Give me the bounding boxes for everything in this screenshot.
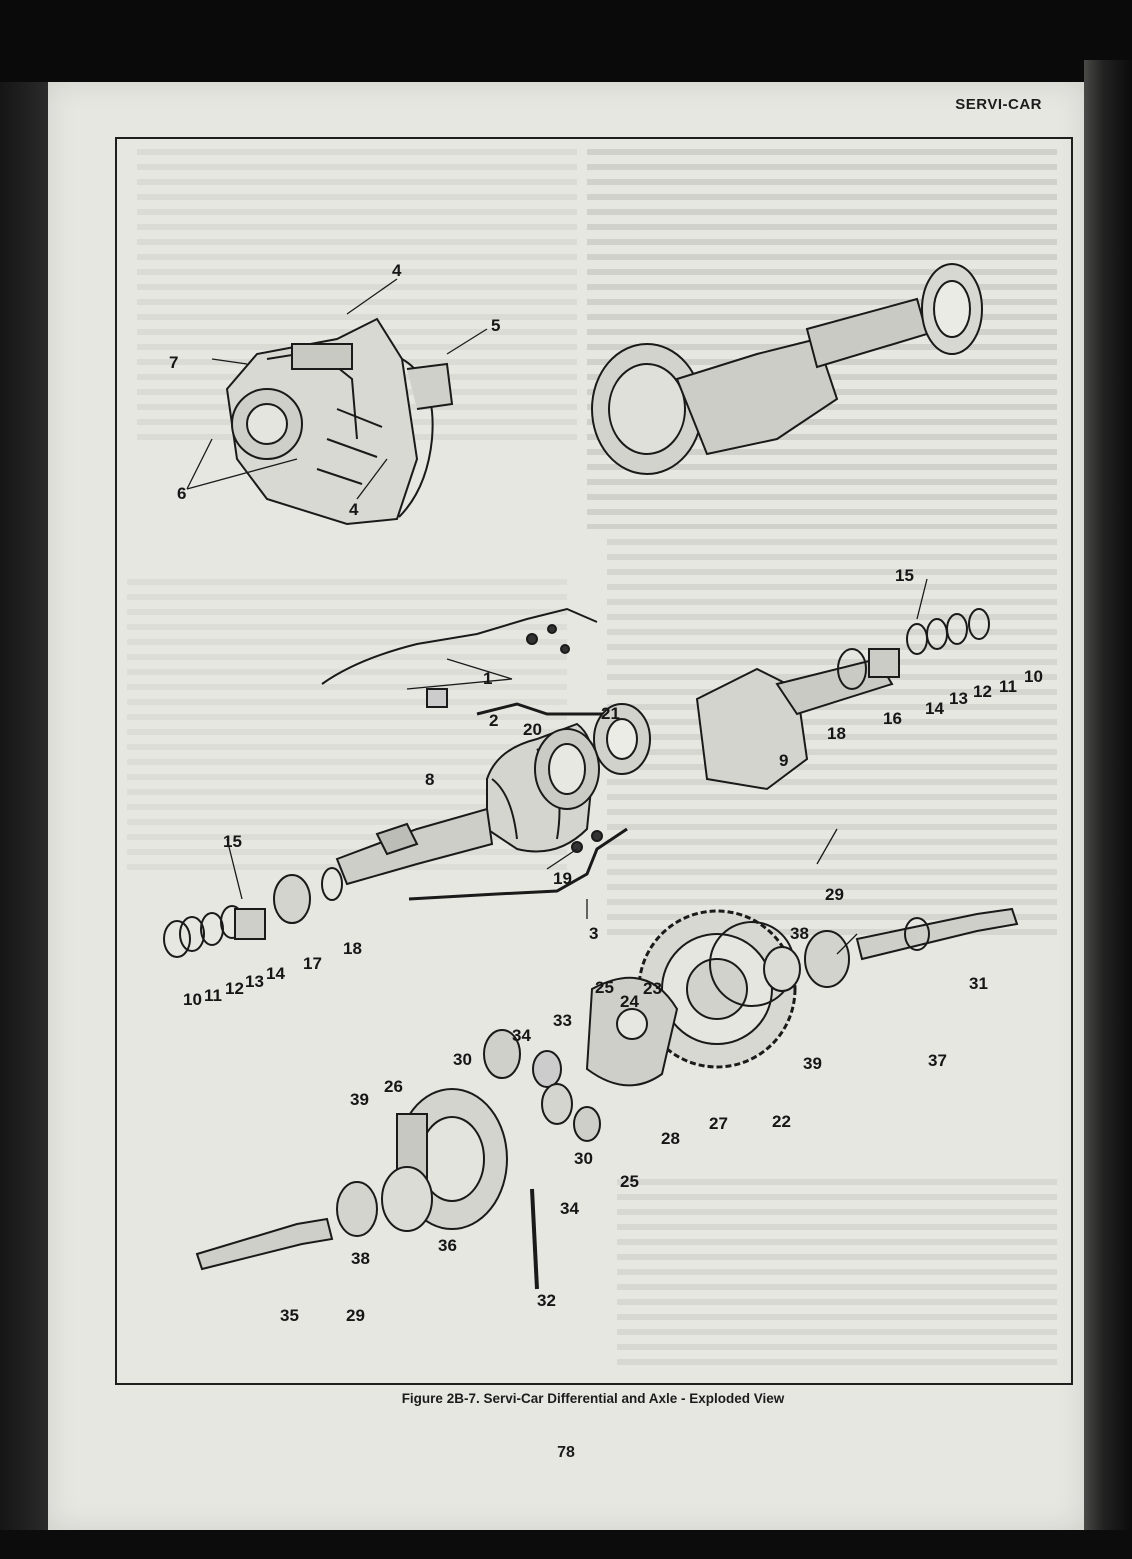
callout-label: 26 <box>384 1077 403 1096</box>
wheel-hub-drum-assembly <box>591 263 983 475</box>
callout-label: 31 <box>969 974 988 993</box>
callout-label: 14 <box>925 699 944 718</box>
callout-label: 39 <box>350 1090 369 1109</box>
callout-label: 37 <box>928 1051 947 1070</box>
differential-pin <box>530 1188 539 1290</box>
callout-label: 30 <box>574 1149 593 1168</box>
callout-label: 14 <box>266 964 285 983</box>
callout-label: 30 <box>453 1050 472 1069</box>
callout-label: 13 <box>245 972 264 991</box>
callout-label: 10 <box>183 990 202 1009</box>
callout-label: 33 <box>553 1011 572 1030</box>
callout-label: 34 <box>512 1026 531 1045</box>
callout-label: 20 <box>523 720 542 739</box>
scan-border-right <box>1084 60 1132 1559</box>
callout-label: 11 <box>204 986 222 1005</box>
leader-lines <box>186 278 928 955</box>
callout-label: 3 <box>589 924 598 943</box>
exploded-view-diagram: 4 5 7 6 4 15 10 11 12 13 14 16 18 9 1 2 … <box>163 261 1043 1325</box>
callout-label: 8 <box>425 770 434 789</box>
callout-label: 29 <box>825 885 844 904</box>
bleed-through-texture <box>607 539 1057 939</box>
callout-label: 4 <box>392 261 402 280</box>
callout-label: 25 <box>595 978 614 997</box>
running-header: SERVI-CAR <box>955 96 1042 113</box>
callout-label: 7 <box>169 353 178 372</box>
callout-label: 15 <box>895 566 914 585</box>
bleed-through-texture <box>617 1179 1057 1369</box>
callout-label: 18 <box>827 724 846 743</box>
callout-label: 11 <box>999 677 1017 696</box>
callout-label: 21 <box>601 704 620 723</box>
callout-label: 34 <box>560 1199 579 1218</box>
left-bearing-stack <box>163 867 343 958</box>
callout-label: 2 <box>489 711 498 730</box>
differential-carrier-housing <box>225 317 454 526</box>
callout-label: 38 <box>790 924 809 943</box>
scan-border-bottom <box>0 1530 1132 1559</box>
pinion-gear-set <box>483 1029 601 1142</box>
ring-gear <box>637 909 797 1069</box>
callout-label: 29 <box>346 1306 365 1325</box>
callout-label: 23 <box>643 979 662 998</box>
callout-label: 39 <box>803 1054 822 1073</box>
callout-label: 19 <box>553 869 572 888</box>
callout-label: 32 <box>537 1291 556 1310</box>
right-axle-flange <box>695 608 990 791</box>
callout-label: 35 <box>280 1306 299 1325</box>
scan-border-top <box>0 0 1132 82</box>
callout-label: 27 <box>709 1114 728 1133</box>
callout-label: 12 <box>225 979 244 998</box>
callout-label: 12 <box>973 682 992 701</box>
figure-frame: 4 5 7 6 4 15 10 11 12 13 14 16 18 9 1 2 … <box>115 137 1073 1385</box>
callout-label: 15 <box>223 832 242 851</box>
callout-label: 9 <box>779 751 788 770</box>
callout-label: 36 <box>438 1236 457 1255</box>
brake-rod-assembly <box>321 607 607 716</box>
left-axle-shaft <box>195 1166 433 1271</box>
figure-caption: Figure 2B-7. Servi-Car Differential and … <box>401 1391 785 1406</box>
callout-label: 16 <box>883 709 902 728</box>
callout-label: 5 <box>491 316 500 335</box>
right-axle-shaft <box>763 907 1019 992</box>
callout-label: 4 <box>349 500 359 519</box>
brake-rod-19 <box>408 827 628 901</box>
scan-border-left <box>0 82 48 1530</box>
callout-label: 10 <box>1024 667 1043 686</box>
callout-label: 25 <box>620 1172 639 1191</box>
callout-label: 38 <box>351 1249 370 1268</box>
bearing-set-21 <box>534 703 651 810</box>
callout-label: 6 <box>177 484 186 503</box>
callout-label: 24 <box>620 992 639 1011</box>
callout-label: 28 <box>661 1129 680 1148</box>
callout-label: 17 <box>303 954 322 973</box>
differential-side-plate <box>585 976 679 1087</box>
callout-label: 1 <box>483 669 492 688</box>
page-number: 78 <box>557 1444 575 1461</box>
callout-label: 18 <box>343 939 362 958</box>
callout-label: 13 <box>949 689 968 708</box>
callout-label: 22 <box>772 1112 791 1131</box>
